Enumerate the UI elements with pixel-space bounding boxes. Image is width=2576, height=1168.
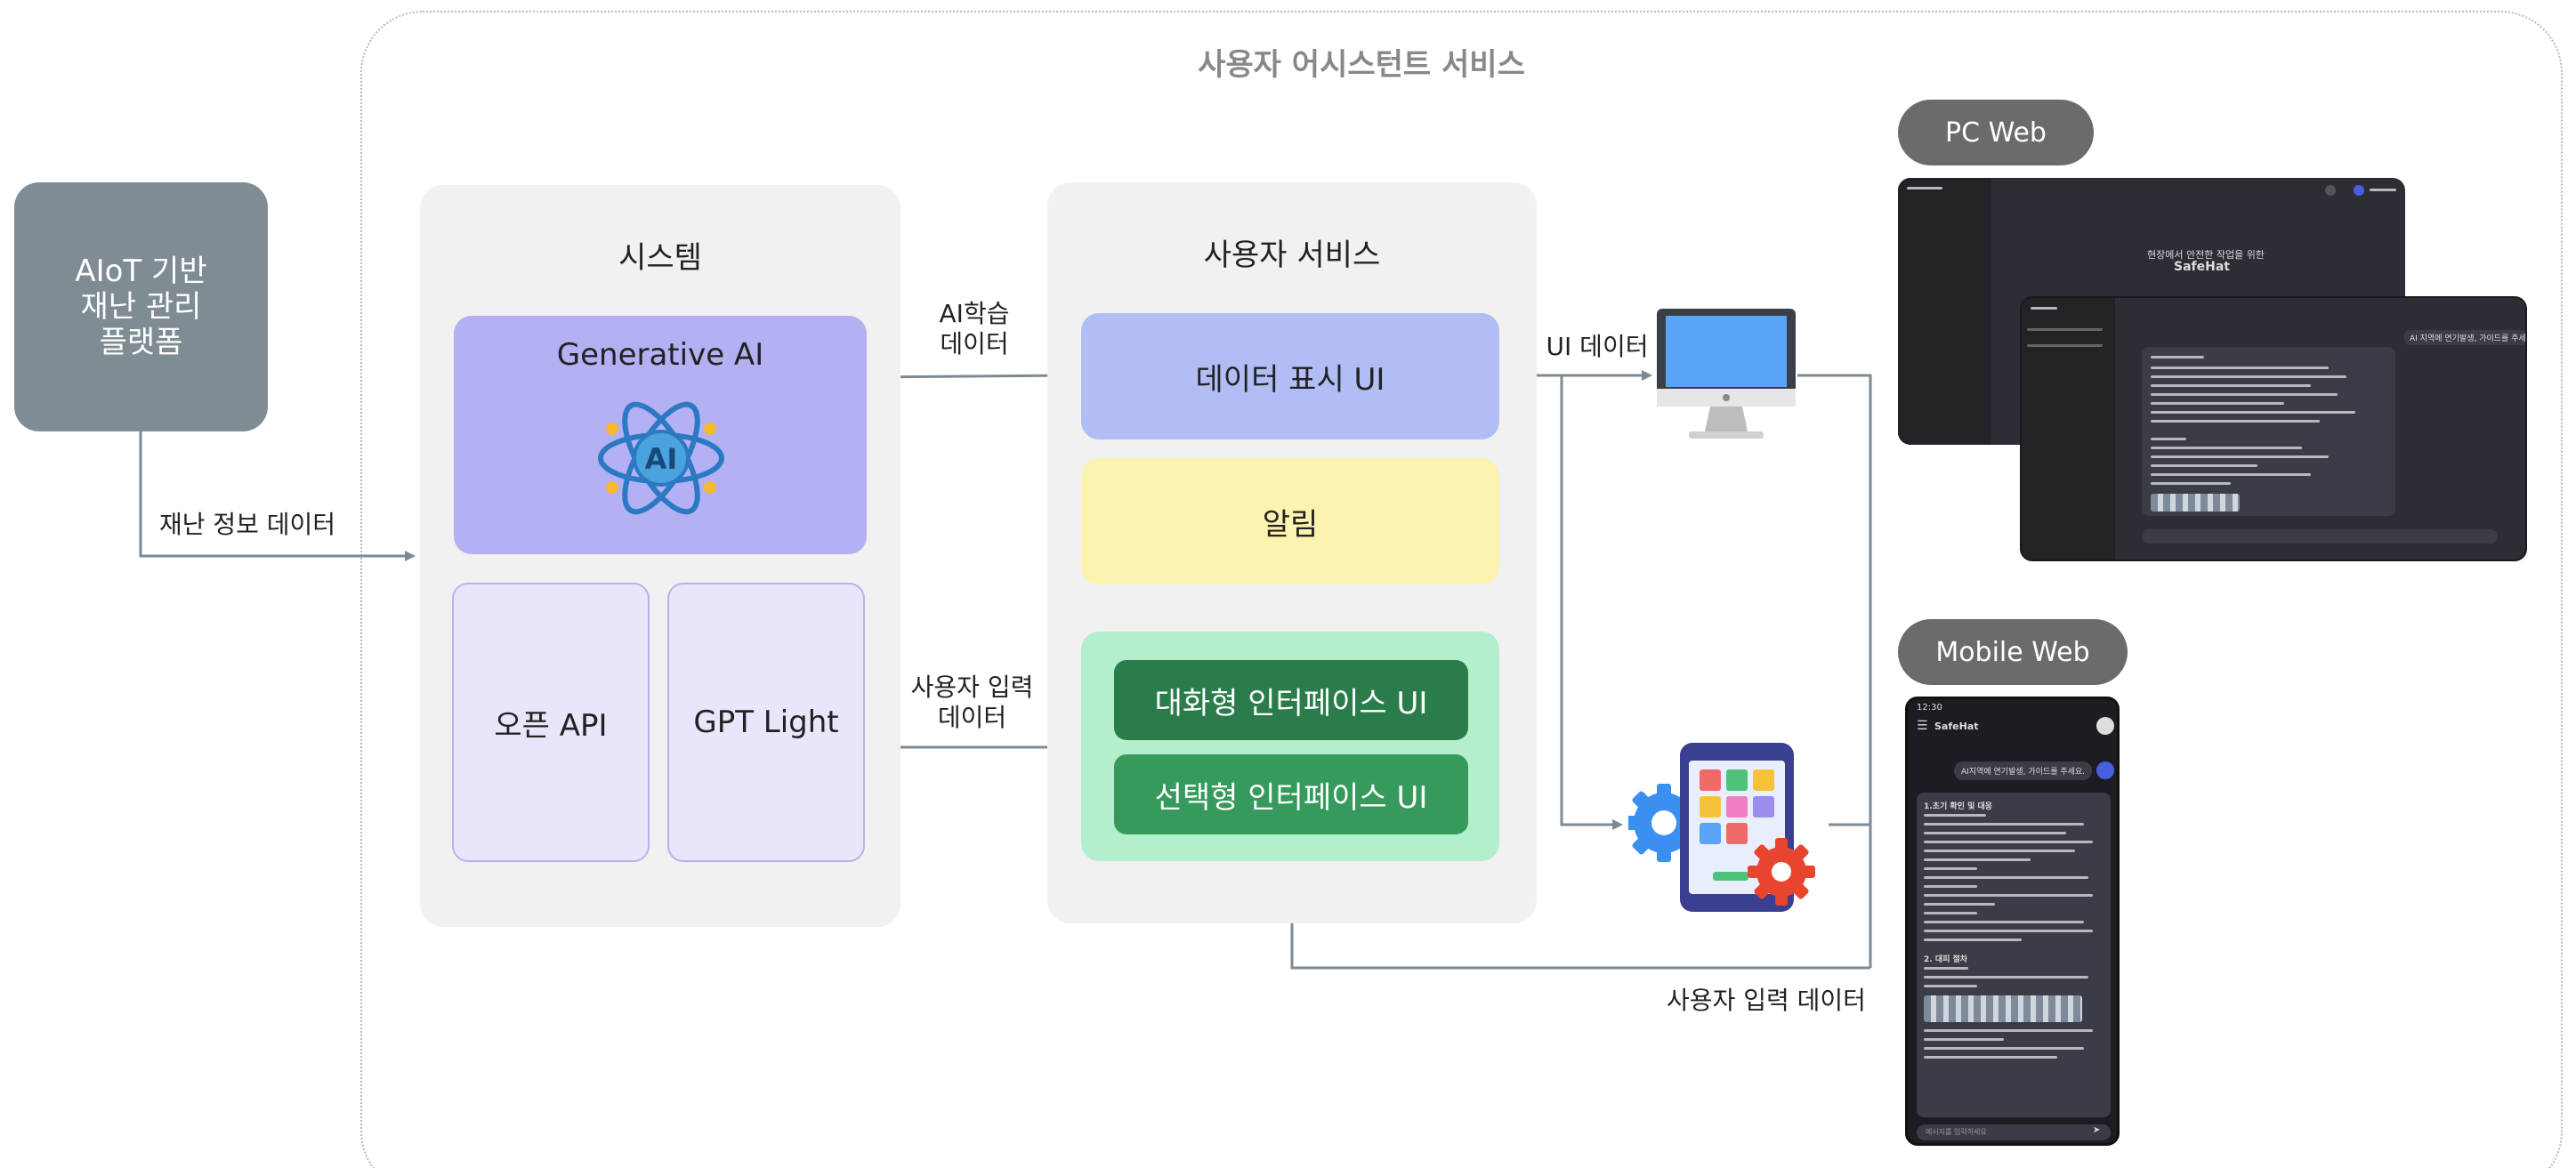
select-interface-ui-box: 선택형 인터페이스 UI [1114,754,1468,834]
menu-icon: ☰ [1917,719,1928,733]
disaster-info-label: 재난 정보 데이터 [158,510,336,539]
alarm-box: 알림 [1081,458,1499,584]
mobile-app-name: SafeHat [1934,721,1979,732]
mobile-section-2: 2. 대피 절차 [1924,955,1968,964]
ai-icon-text: AI [645,442,678,476]
system-title: 시스템 [618,239,702,276]
user-input-line-1: 사용자 입력 [910,673,1034,702]
pc-subtitle: 현장에서 안전한 작업을 위한 [2147,249,2265,261]
arrow-to-tablet [1560,375,1623,830]
service-title: 사용자 어시스턴트 서비스 [1198,46,1525,83]
arrow-ai-train [866,370,1077,382]
service-frame [360,11,2563,1168]
send-icon[interactable]: ➤ [2093,1125,2101,1135]
open-api-box: 오픈 API [452,583,650,862]
ai-train-line-2: 데이터 [940,329,1009,358]
mobile-web-screenshot: 12:30 ☰ SafeHat AI지역에 연기발생, 가이드를 주세요. 1.… [1905,697,2120,1146]
line-pc-return [1797,374,1872,968]
aiot-platform-box: AIoT 기반 재난 관리 플랫폼 [14,182,268,431]
ai-train-line-1: AI학습 [939,299,1010,328]
user-input-line-2: 데이터 [937,703,1007,732]
ai-atom-icon: AI [598,401,724,515]
mobile-app-settings-icon [1628,743,1815,912]
mobile-message-input[interactable]: 메시지를 입력하세요 ➤ [1917,1124,2111,1140]
mobile-web-pill: Mobile Web [1898,619,2128,685]
ai-train-data-label: AI학습 데이터 [908,298,1041,360]
mobile-section-1: 1.초기 확인 및 대응 [1924,802,1993,811]
mobile-input-placeholder: 메시지를 입력하세요 [1926,1128,1987,1136]
user-avatar [2096,761,2114,779]
platform-line-3: 플랫폼 [99,325,183,360]
pc-question: AI 지역에 연기발생, 가이드를 주세요. [2404,330,2525,345]
profile-icon [2096,717,2114,735]
user-input-bottom-label: 사용자 입력 데이터 [1667,986,1866,1015]
mobile-question: AI지역에 연기발생, 가이드를 주세요. [1954,761,2093,780]
user-input-data-label: 사용자 입력 데이터 [899,672,1046,734]
arrow-disaster-info [139,431,416,561]
data-display-ui-box: 데이터 표시 UI [1081,313,1499,439]
pc-web-pill: PC Web [1898,100,2094,165]
generative-ai-label: Generative AI [556,337,764,373]
ui-data-label: UI 데이터 [1546,332,1649,361]
platform-line-2: 재난 관리 [80,289,202,325]
pc-monitor-icon [1657,309,1796,439]
pc-web-screenshot-front: AI 지역에 연기발생, 가이드를 주세요. [2020,296,2527,561]
pc-app-name: SafeHat [2174,260,2230,274]
user-service-title: 사용자 서비스 [1203,237,1381,273]
platform-line-1: AIoT 기반 [75,254,207,289]
gpt-light-box: GPT Light [667,583,865,862]
chat-interface-ui-box: 대화형 인터페이스 UI [1114,660,1468,740]
mobile-time: 12:30 [1917,703,1942,713]
